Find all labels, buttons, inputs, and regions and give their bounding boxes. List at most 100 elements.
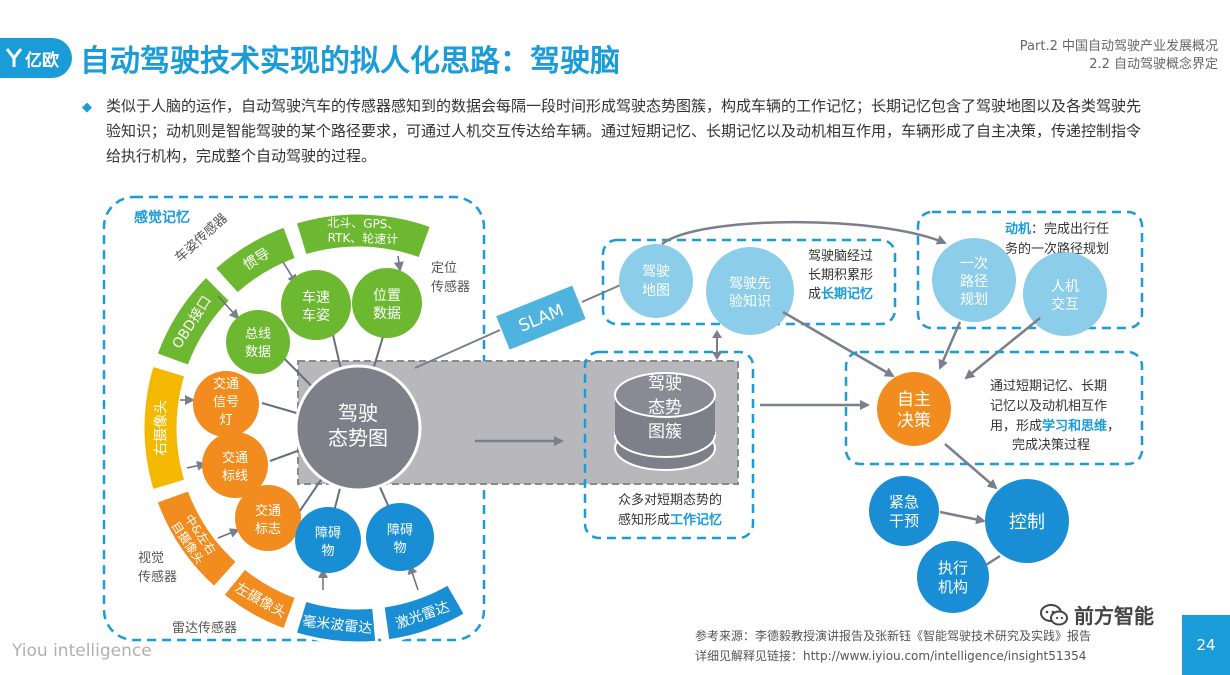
node-emergency-intervention: 紧急 干预 bbox=[869, 476, 939, 546]
hmi-line-1: 人机 bbox=[1051, 279, 1079, 295]
node-driving-situation-map: 驾驶 态势图 bbox=[294, 364, 422, 492]
prior-knowledge-line-2: 验知识 bbox=[729, 293, 771, 310]
segment-mid-camera bbox=[154, 487, 240, 590]
obstacle-1-line-2: 物 bbox=[321, 544, 334, 559]
node-situation-cluster: 驾驶 态势 图簇 bbox=[614, 372, 716, 471]
node-speed-pose: 车速 车姿 bbox=[281, 270, 351, 340]
section-indicator: Part.2 中国自动驾驶产业发展概况 2.2 自动驾驶概念界定 bbox=[1020, 38, 1218, 74]
sensor-arc-segments: OBD接口惯导北斗、GPS、RTK、轮速计右摄像头中&左右目摄像头左摄像头毫米波… bbox=[141, 211, 468, 645]
long-term-highlight: 长期记忆 bbox=[821, 286, 873, 302]
traffic-light-line-2: 信号 bbox=[213, 395, 239, 410]
long-term-desc-line-2: 长期积累形 bbox=[808, 268, 873, 283]
motivation-highlight: 动机 bbox=[1005, 221, 1031, 237]
cluster-line-1: 驾驶 bbox=[648, 374, 682, 394]
obstacle-1-line-1: 障碍 bbox=[315, 526, 341, 541]
long-term-desc-line-3: 成长期记忆 bbox=[808, 286, 873, 302]
node-position-data: 位置 数据 bbox=[352, 268, 422, 338]
footer-brand: Yiou intelligence bbox=[12, 641, 152, 661]
node-obstacle-1: 障碍 物 bbox=[295, 507, 361, 573]
memory-link-heads bbox=[712, 330, 722, 360]
page-number: 24 bbox=[1182, 615, 1230, 675]
speed-pose-line-1: 车速 bbox=[302, 289, 330, 306]
slam-line-left bbox=[414, 329, 501, 369]
wechat-icon bbox=[1040, 603, 1068, 625]
segment-obd bbox=[154, 273, 233, 369]
traffic-light-line-1: 交通 bbox=[213, 376, 239, 392]
segment-gps-label-line-2: RTK、轮速计 bbox=[327, 231, 398, 247]
source-line-2: 详细见解释见链接：http://www.iyiou.com/intelligen… bbox=[695, 649, 1087, 663]
working-memory-highlight: 工作记忆 bbox=[670, 512, 722, 528]
motivation-title-rest: ：完成出行任 bbox=[1031, 222, 1109, 237]
yiou-logo-icon bbox=[6, 48, 22, 67]
segment-inertial bbox=[212, 224, 299, 297]
sensory-memory-label: 感觉记忆 bbox=[134, 209, 190, 226]
driving-map-line-2: 地图 bbox=[642, 283, 670, 299]
node-prior-knowledge: 驾驶先 验知识 bbox=[706, 247, 794, 335]
arrow-decision-to-control bbox=[944, 443, 998, 490]
node-route-planning: 一次 路径 规划 bbox=[932, 238, 1016, 322]
actuator-line-1: 执行 bbox=[938, 559, 968, 577]
hmi-line-2: 交互 bbox=[1051, 296, 1079, 313]
arrow-route-to-decision bbox=[938, 321, 962, 370]
node-obstacle-2: 障碍 物 bbox=[366, 503, 434, 571]
source-note: 参考来源：李德毅教授演讲报告及张新钰《智能驾驶技术研究及实践》报告 详细见解释见… bbox=[695, 626, 1091, 666]
label-positioning-line-1: 定位 bbox=[431, 261, 457, 276]
working-memory-desc-line-2: 感知形成工作记忆 bbox=[618, 512, 722, 528]
obstacle-2-line-1: 障碍 bbox=[387, 523, 413, 538]
decision-desc-line-3: 用，形成学习和思维， bbox=[990, 418, 1120, 434]
decision-desc-line-4: 完成决策过程 bbox=[1012, 437, 1090, 453]
decision-line-1: 自主 bbox=[897, 390, 931, 410]
emergency-line-2: 干预 bbox=[889, 512, 919, 530]
route-line-3: 规划 bbox=[960, 292, 988, 308]
node-bus-data: 总线 数据 bbox=[226, 310, 290, 374]
wechat-name: 前方智能 bbox=[1074, 604, 1154, 628]
motivation-title: 动机：完成出行任 bbox=[1005, 221, 1109, 237]
working-memory-desc-prefix: 感知形成 bbox=[618, 512, 670, 528]
control-label: 控制 bbox=[1009, 512, 1045, 533]
slam-tag: SLAM bbox=[496, 285, 586, 350]
node-actuator: 执行 机构 bbox=[917, 541, 989, 613]
intro-paragraph: ◆ 类似于人脑的运作，自动驾驶汽车的传感器感知到的数据会每隔一段时间形成驾驶态势… bbox=[82, 94, 1154, 169]
traffic-sign-line-2: 标志 bbox=[255, 522, 281, 537]
decision-desc-line-1: 通过短期记忆、长期 bbox=[990, 378, 1107, 394]
route-line-2: 路径 bbox=[960, 274, 988, 290]
decision-desc-suffix: ， bbox=[1107, 419, 1120, 434]
segment-gps-label: 北斗、GPS、RTK、轮速计 bbox=[327, 216, 400, 247]
traffic-light-line-3: 灯 bbox=[219, 413, 232, 428]
decision-desc-prefix: 用，形成 bbox=[990, 419, 1042, 434]
center-node-line-2: 态势图 bbox=[328, 426, 388, 450]
label-vision-line-1: 视觉 bbox=[138, 551, 164, 566]
position-data-line-2: 数据 bbox=[373, 306, 401, 322]
source-line-1: 参考来源：李德毅教授演讲报告及张新钰《智能驾驶技术研究及实践》报告 bbox=[695, 629, 1092, 643]
arrow-hmi-to-decision bbox=[964, 317, 1041, 380]
segment-left-camera bbox=[220, 565, 299, 632]
traffic-line-line-2: 标线 bbox=[222, 469, 248, 484]
center-node-line-1: 驾驶 bbox=[338, 401, 378, 425]
obstacle-2-line-2: 物 bbox=[393, 541, 406, 556]
position-data-line-1: 位置 bbox=[373, 288, 401, 304]
route-line-1: 一次 bbox=[960, 256, 988, 272]
prior-knowledge-line-1: 驾驶先 bbox=[729, 276, 771, 292]
actuator-line-2: 机构 bbox=[938, 578, 968, 596]
bus-data-line-2: 数据 bbox=[245, 345, 271, 360]
long-term-desc-line-1: 驾驶脑经过 bbox=[808, 249, 873, 264]
part-line-2: 2.2 自动驾驶概念界定 bbox=[1089, 57, 1218, 72]
segment-mmwave-radar bbox=[293, 598, 379, 645]
arrow-map-to-route bbox=[661, 220, 947, 245]
motivation-desc-line-2: 务的一次路径规划 bbox=[1005, 241, 1109, 257]
node-traffic-line: 交通 标线 bbox=[202, 432, 268, 498]
decision-line-2: 决策 bbox=[897, 411, 931, 431]
working-memory-desc-line-1: 众多对短期态势的 bbox=[618, 492, 722, 508]
segment-lidar bbox=[381, 581, 468, 643]
cluster-line-3: 图簇 bbox=[648, 422, 682, 442]
arrow-emergency-to-control bbox=[939, 510, 986, 525]
label-radar-sensor: 雷达传感器 bbox=[172, 620, 237, 636]
node-autonomous-decision: 自主 决策 bbox=[877, 372, 951, 446]
node-traffic-sign: 交通 标志 bbox=[235, 485, 301, 551]
traffic-sign-line-1: 交通 bbox=[255, 503, 281, 519]
node-driving-map: 驾驶 地图 bbox=[619, 244, 693, 318]
motivation-frame bbox=[916, 210, 1144, 330]
long-term-desc-prefix: 成 bbox=[808, 287, 821, 302]
segment-right-camera bbox=[141, 363, 188, 493]
